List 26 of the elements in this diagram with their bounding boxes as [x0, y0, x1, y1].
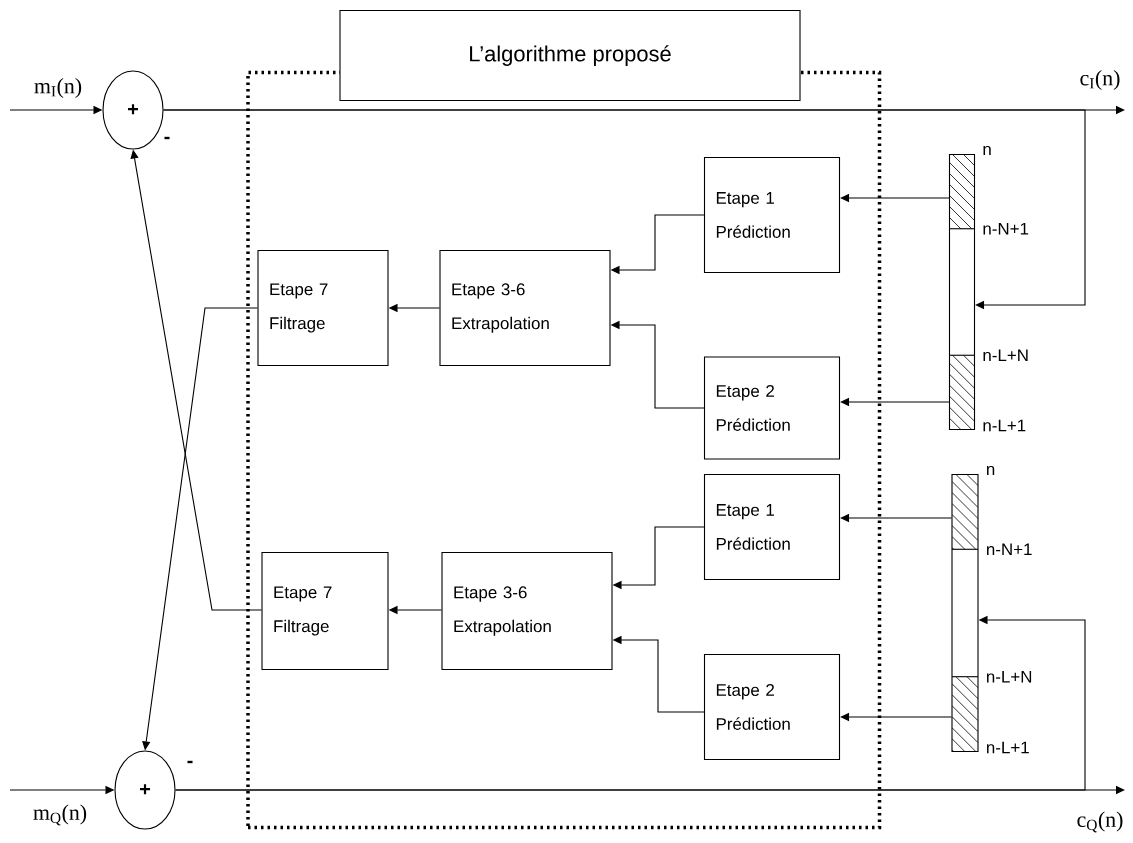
index-label: n-L+N: [987, 670, 1032, 683]
summing-junction: +: [102, 70, 164, 150]
signal-label: m$_{I}$(n): [32, 77, 84, 99]
summing-junction: +: [114, 750, 176, 830]
index-label: n: [987, 465, 995, 476]
minus-sign: -: [187, 760, 193, 764]
process-box: Etape 3-6 Extrapolation: [439, 249, 611, 367]
signal-label: m$_{Q}$(n): [31, 803, 89, 827]
signal-label: c$_{I}$(n): [1078, 69, 1122, 91]
index-label: n-N+1: [987, 543, 1032, 556]
arrow: [163, 109, 1086, 310]
index-label: n-L+1: [983, 419, 1026, 432]
title-box: L’algorithme proposé: [339, 10, 801, 102]
process-box: Etape 2 Prédiction: [703, 653, 841, 761]
index-label: n: [983, 145, 991, 156]
minus-sign: -: [164, 136, 170, 140]
process-box: Etape 1 Prédiction: [703, 156, 841, 274]
process-box: Etape 3-6 Extrapolation: [441, 551, 613, 671]
index-label: n-L+1: [987, 741, 1029, 754]
process-box: Etape 7 Filtrage: [257, 249, 389, 367]
process-box: Etape 2 Prédiction: [703, 356, 841, 460]
signal-label: c$_{Q}$(n): [1075, 810, 1125, 834]
process-box: Etape 1 Prédiction: [703, 473, 841, 581]
index-label: n-L+N: [983, 349, 1028, 362]
process-box: Etape 7 Filtrage: [261, 551, 389, 671]
index-label: n-N+1: [983, 222, 1029, 235]
